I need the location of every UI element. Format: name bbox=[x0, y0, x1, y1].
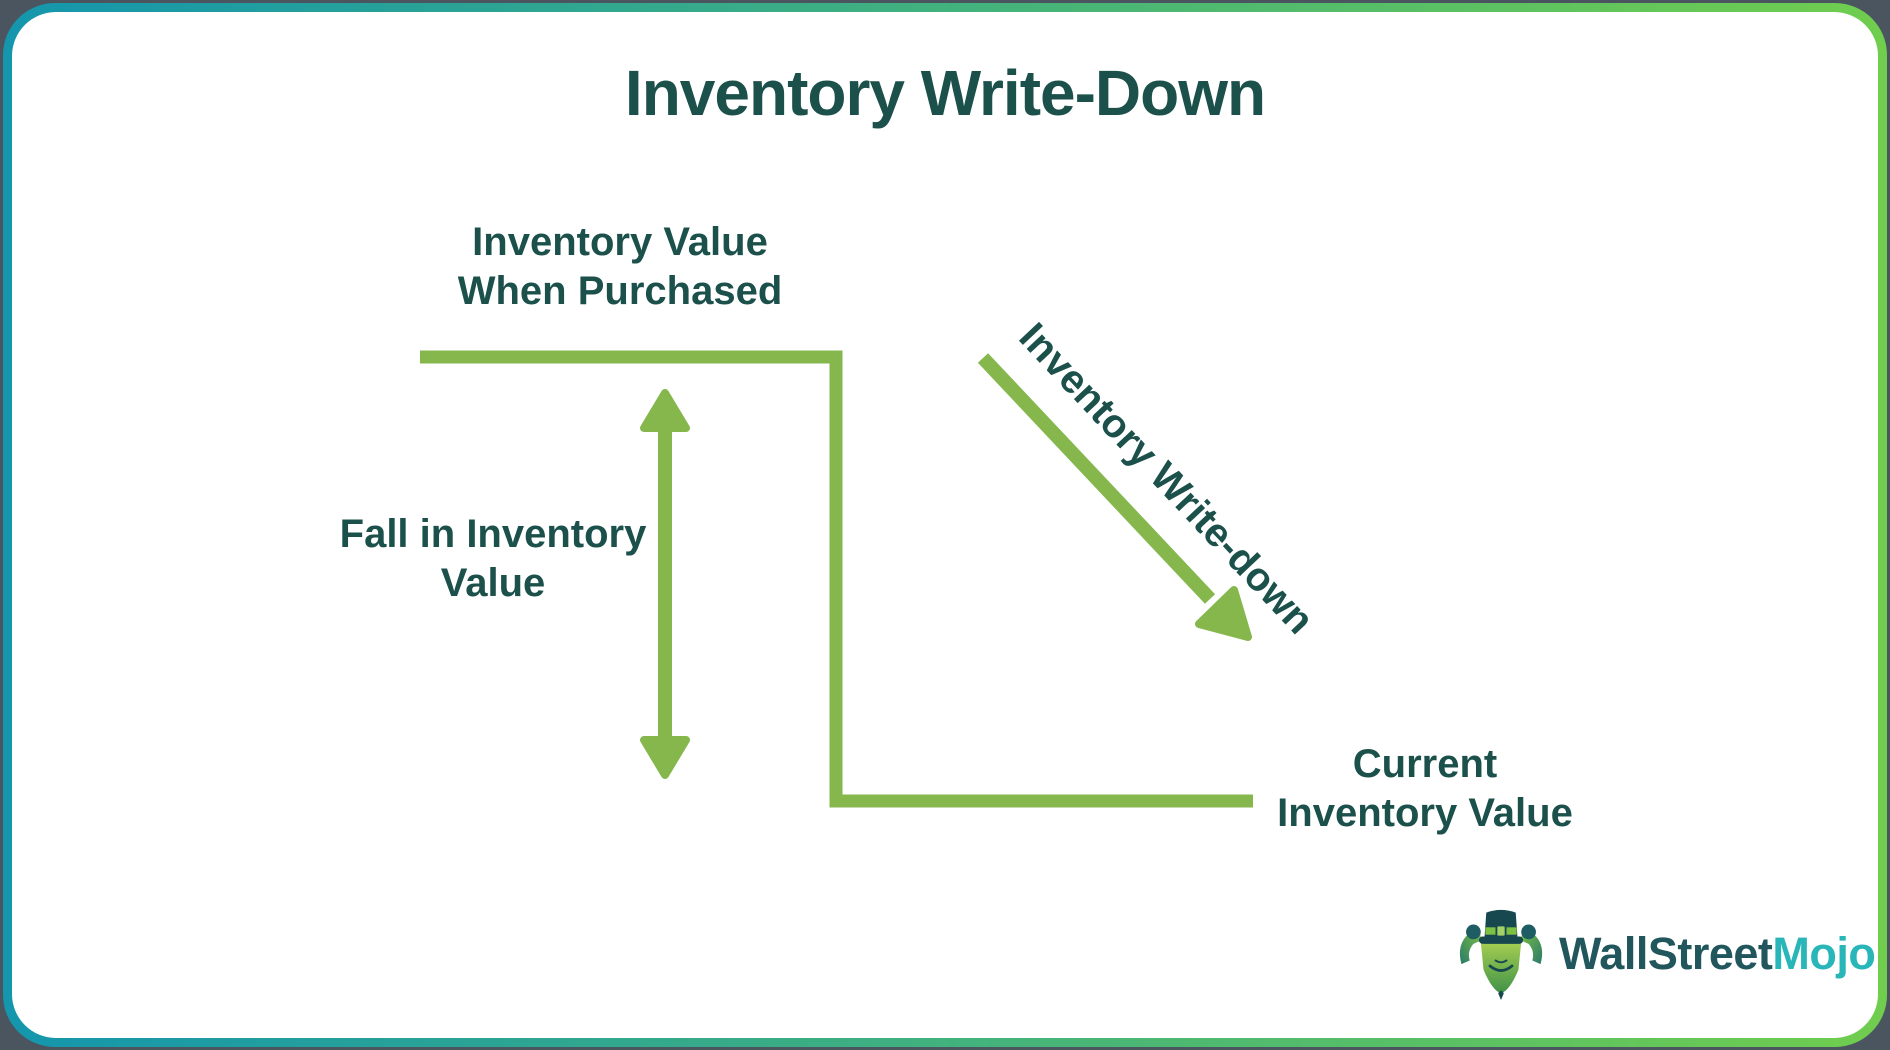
gradient-border-card bbox=[3, 3, 1887, 1047]
label-line: Value bbox=[440, 560, 546, 605]
wallstreetmojo-logo: WallStreetMojo bbox=[1455, 905, 1876, 1003]
label-line: Fall in Inventory bbox=[339, 512, 647, 556]
label-line: Inventory Value bbox=[472, 220, 768, 264]
wordmark-mojo: Mojo bbox=[1772, 928, 1876, 979]
label-fall-in-inventory-value: Fall in Inventory Value bbox=[340, 510, 647, 608]
label-line: Current bbox=[1352, 742, 1498, 786]
label-current-inventory-value: Current Inventory Value bbox=[1277, 740, 1573, 838]
wallstreetmojo-wordmark: WallStreetMojo bbox=[1559, 928, 1876, 980]
bull-mascot-icon bbox=[1459, 909, 1543, 1000]
label-line: When Purchased bbox=[457, 268, 783, 313]
diagram-canvas bbox=[12, 12, 1878, 1038]
value-step-line bbox=[420, 350, 1253, 808]
label-line: Inventory Value bbox=[1277, 790, 1573, 835]
page-title: Inventory Write-Down bbox=[624, 57, 1266, 129]
label-inventory-value-when-purchased: Inventory Value When Purchased bbox=[458, 218, 783, 316]
write-down-arrow bbox=[977, 353, 1252, 641]
wordmark-wallstreet: WallStreet bbox=[1559, 928, 1773, 979]
fall-in-value-arrow bbox=[640, 389, 690, 779]
